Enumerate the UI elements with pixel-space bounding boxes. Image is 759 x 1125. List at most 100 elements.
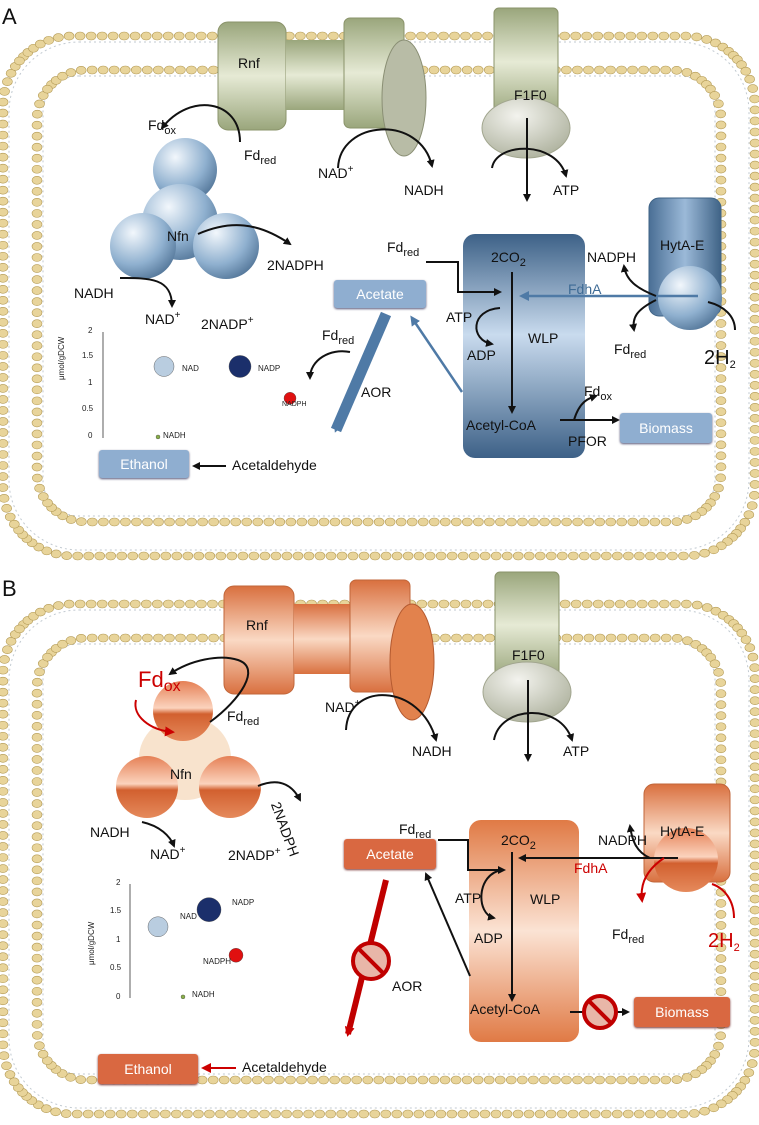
lipid-head: [164, 65, 175, 75]
lipid-head: [43, 604, 54, 613]
lipid-head: [0, 809, 9, 818]
nadh-nfn-label: NADH: [74, 285, 114, 301]
lipid-head: [31, 187, 43, 196]
lipid-head: [435, 1109, 447, 1119]
hyta-subunit: [658, 266, 722, 330]
lipid-head: [471, 599, 483, 609]
lipid-head: [0, 483, 9, 492]
lipid-head: [164, 633, 175, 643]
lipid-head: [82, 1109, 94, 1119]
lipid-head: [749, 1027, 759, 1036]
lipid-head: [358, 551, 370, 561]
lipid-head: [550, 1075, 561, 1085]
lipid-head: [115, 1109, 127, 1119]
lipid-head: [625, 599, 637, 609]
inset-b-ytick: 2: [116, 878, 121, 887]
lipid-head: [472, 65, 484, 75]
lipid-head: [605, 517, 617, 527]
lipid-head: [749, 347, 759, 357]
nadh-b-label: NADH: [412, 743, 452, 759]
lipid-head: [406, 517, 418, 527]
lipid-head: [0, 273, 9, 283]
nfn-b-subunit: [199, 756, 261, 818]
lipid-head: [616, 1075, 627, 1085]
acetaldehyde-label: Acetaldehyde: [232, 457, 317, 473]
lipid-head: [65, 636, 77, 645]
lipid-head: [31, 766, 43, 775]
lipid-head: [347, 1109, 359, 1119]
lipid-head: [501, 1109, 513, 1119]
lipid-head: [439, 1075, 451, 1085]
lipid-head: [749, 1004, 759, 1014]
lipid-head: [749, 325, 759, 335]
lipid-head: [31, 418, 43, 428]
lipid-head: [104, 1109, 116, 1119]
lipid-head: [439, 517, 451, 527]
lipid-head: [681, 599, 692, 609]
lipid-head: [248, 551, 260, 561]
lipid-head: [31, 942, 43, 952]
fd-red-b-label: Fdred: [227, 708, 260, 728]
lipid-head: [660, 65, 671, 75]
lipid-head: [649, 517, 661, 527]
lipid-head: [219, 517, 230, 527]
aor-b-label: AOR: [392, 978, 423, 994]
lipid-head: [749, 392, 759, 401]
lipid-head: [749, 270, 759, 280]
lipid-head: [583, 65, 594, 75]
lipid-head: [31, 997, 43, 1007]
lipid-head: [715, 932, 727, 941]
lipid-head: [625, 31, 637, 41]
lipid-head: [749, 160, 759, 170]
lipid-head: [690, 511, 701, 521]
lipid-head: [749, 685, 759, 694]
arrow-b-fdred: [636, 857, 665, 903]
lipid-head: [438, 599, 450, 609]
nfn-b-subunit: [153, 681, 213, 741]
lipid-head: [614, 599, 626, 609]
lipid-head: [87, 517, 98, 527]
lipid-head: [715, 910, 727, 919]
lipid-head: [296, 517, 308, 527]
lipid-head: [749, 369, 759, 379]
lipid-head: [660, 1075, 672, 1085]
lipid-head: [749, 204, 759, 214]
lipid-head: [207, 1075, 219, 1085]
lipid-head: [318, 517, 330, 527]
inset-a-ytick: 0.5: [82, 404, 94, 413]
lipid-head: [749, 894, 759, 904]
lipid-head: [31, 975, 43, 985]
lipid-head: [678, 551, 689, 561]
lipid-head: [0, 318, 9, 327]
lipid-head: [435, 551, 447, 561]
lipid-head: [749, 105, 759, 115]
lipid-head: [32, 109, 43, 119]
lipid-head: [31, 319, 43, 328]
lipid-head: [680, 31, 692, 41]
arrow-nadph: [197, 224, 292, 246]
lipid-head: [0, 406, 9, 415]
lipid-head: [31, 832, 43, 842]
lipid-head: [0, 185, 9, 195]
lipid-head: [749, 729, 759, 739]
wlp-box: [463, 234, 585, 458]
lipid-head: [644, 1109, 656, 1119]
arrow-b-nadph: [626, 824, 651, 859]
lipid-head: [263, 1075, 274, 1085]
lipid-head: [749, 850, 759, 860]
lipid-head: [715, 965, 727, 974]
lipid-head: [97, 633, 109, 643]
wlp-b-box: [469, 820, 579, 1042]
lipid-head: [317, 31, 328, 41]
lipid-head: [501, 551, 513, 561]
lipid-head: [274, 517, 286, 527]
lipid-head: [749, 447, 759, 456]
lipid-head: [0, 676, 9, 686]
lipid-head: [749, 116, 759, 126]
lipid-head: [484, 517, 495, 527]
lipid-head: [0, 340, 9, 349]
lipid-head: [160, 1109, 171, 1119]
lipid-head: [31, 865, 43, 875]
lipid-head: [31, 920, 43, 930]
lipid-head: [710, 606, 722, 616]
